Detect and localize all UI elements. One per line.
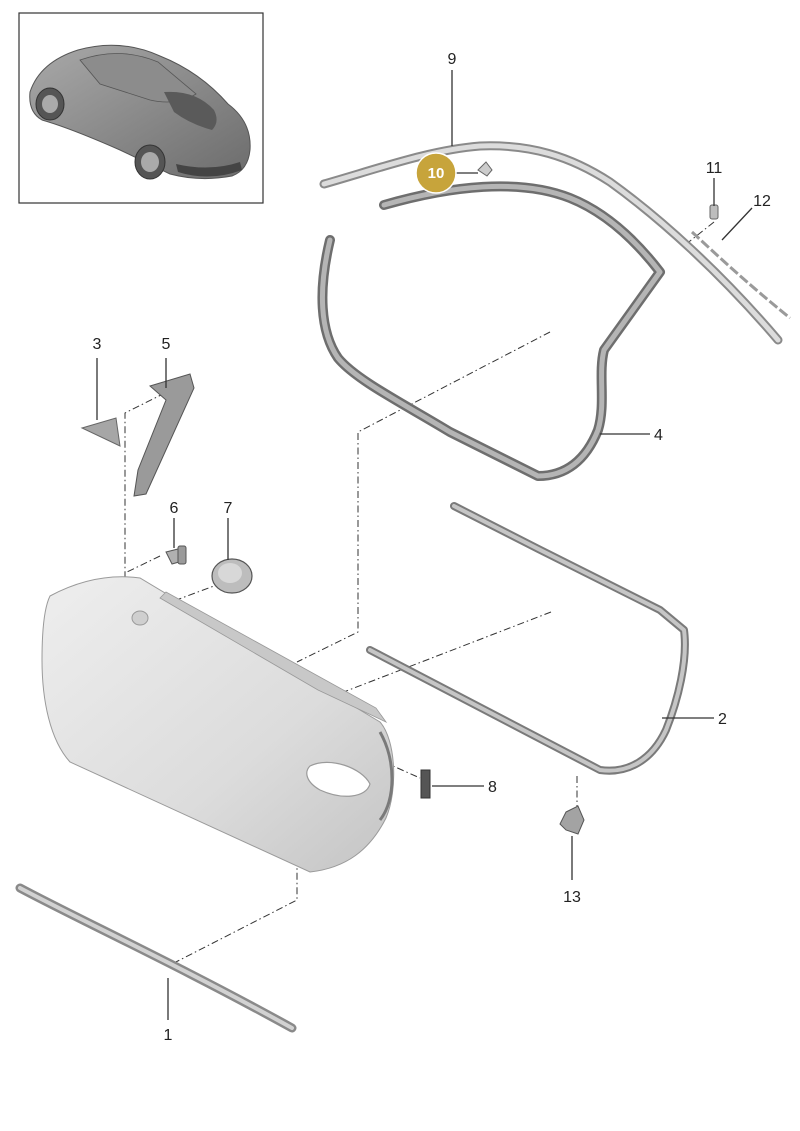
part-7-cap	[211, 558, 253, 594]
callout-7: 7	[224, 500, 233, 517]
callout-10[interactable]: 10	[428, 165, 445, 182]
door-shell	[41, 576, 395, 873]
part-9-roof-seal	[319, 141, 783, 345]
callout-labels: 1 2 3 4 5 6 7 8 9 10 11 12 13	[93, 51, 771, 1044]
part-12-trim-strip	[690, 230, 791, 320]
part-8-pad	[420, 769, 431, 799]
part-1-sill-strip	[15, 883, 297, 1033]
callout-4: 4	[654, 427, 663, 444]
callout-9: 9	[448, 51, 457, 68]
car-thumbnail-image	[29, 44, 251, 180]
part-5-window-channel	[133, 373, 195, 497]
part-10-clip	[477, 161, 493, 177]
part-13-retaining-clip	[559, 805, 585, 835]
callout-2: 2	[718, 711, 727, 728]
part-3-mirror-triangle-cover	[80, 417, 121, 447]
callout-5: 5	[162, 336, 171, 353]
callout-11: 11	[706, 160, 723, 177]
part-6-pin	[165, 545, 187, 565]
vehicle-thumbnail	[18, 12, 264, 204]
leader-lines	[96, 70, 753, 1020]
callout-10-highlight-badge[interactable]	[415, 152, 457, 194]
part-2-door-seal	[366, 502, 689, 775]
callout-6: 6	[170, 500, 179, 517]
callout-12: 12	[753, 193, 771, 210]
callout-1: 1	[164, 1027, 173, 1044]
callout-3: 3	[93, 336, 102, 353]
callout-8: 8	[488, 779, 497, 796]
part-11-screw	[709, 204, 719, 220]
callout-13: 13	[563, 889, 581, 906]
part-4-door-frame-seal	[317, 181, 665, 481]
